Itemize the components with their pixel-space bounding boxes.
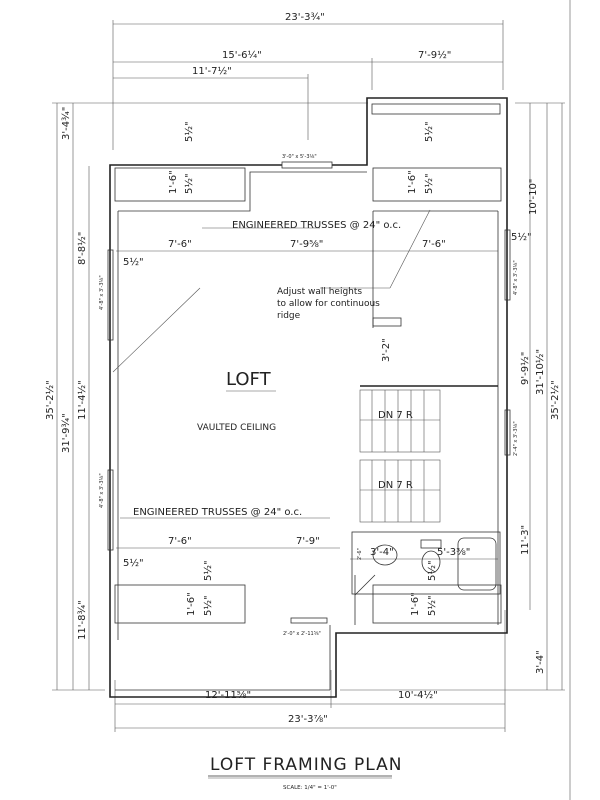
door-swing	[354, 574, 376, 596]
plan-title: LOFT FRAMING PLAN	[210, 755, 402, 775]
toilet-icon	[420, 539, 442, 549]
dim-right-lower: 11'-3"	[520, 525, 531, 555]
dim-upper-closet-right-top: 5½"	[423, 121, 435, 142]
bathroom-fixtures	[354, 537, 497, 596]
windows	[107, 161, 511, 624]
dim-top-left: 15'-6¼"	[222, 49, 262, 61]
window-right-upper	[504, 229, 511, 301]
dim-right-mid: 9'-9½"	[519, 352, 531, 385]
dim-lower-wall-left: 5½"	[123, 557, 144, 569]
ceiling-label: VAULTED CEILING	[197, 423, 276, 433]
dim-left-sub: 31'-9¾"	[61, 413, 72, 453]
dim-upper-closet-left-wall: 5½"	[183, 173, 195, 194]
window-label-top: 3'-0" x 5'-3⅛"	[282, 154, 317, 160]
dim-lower-d: 5'-3⅜"	[437, 547, 470, 558]
stairs	[359, 389, 441, 523]
adjust-note-line2: to allow for continuous	[277, 299, 380, 309]
dim-upper-b: 7'-9⅝"	[290, 239, 323, 250]
dim-left-total: 35'-2½"	[44, 380, 56, 420]
trusses-note-top: ENGINEERED TRUSSES @ 24" o.c.	[232, 220, 401, 231]
adjust-note-line3: ridge	[277, 311, 301, 321]
dim-lower-closet-left-top: 5½"	[202, 560, 214, 581]
walls	[109, 97, 508, 698]
room-label-loft: LOFT	[226, 369, 272, 390]
dim-right-upper: 10'-10"	[528, 179, 539, 215]
dim-upper-closet-left-depth: 1'-6"	[168, 170, 179, 194]
window-right-lower	[504, 409, 511, 456]
window-left-upper	[107, 249, 114, 341]
dim-bottom-right: 10'-4½"	[398, 689, 438, 701]
window-label-right-upper: 4'-8" x 3'-3⅛"	[513, 260, 519, 295]
window-label-left-lower: 4'-8" x 3'-3⅛"	[99, 473, 105, 508]
dim-bottom-left: 12'-11⅝"	[205, 690, 251, 701]
dim-upper-closet-right-wall: 5½"	[423, 173, 435, 194]
trusses-note-bottom: ENGINEERED TRUSSES @ 24" o.c.	[133, 507, 302, 518]
dim-lower-closet-right-depth: 1'-6"	[410, 592, 421, 616]
dim-right-total: 35'-2½"	[549, 380, 561, 420]
dim-right-sub: 31'-10½"	[534, 349, 546, 395]
dim-upper-c: 7'-6"	[422, 239, 446, 250]
window-label-left-upper: 4'-8" x 3'-3⅛"	[99, 275, 105, 310]
window-bottom	[290, 617, 328, 624]
window-top	[281, 161, 333, 169]
sink-icon	[372, 544, 398, 566]
dim-top-window: 11'-7½"	[192, 65, 232, 77]
dim-right-bottom: 3'-4"	[535, 650, 546, 674]
dim-top-total: 23'-3¾"	[285, 12, 325, 23]
dim-upper-a: 7'-6"	[168, 239, 192, 250]
dim-lower-c: 3'-4"	[370, 547, 394, 558]
dim-left-top: 3'-4¾"	[61, 107, 72, 140]
dim-lower-b: 7'-9"	[296, 536, 320, 547]
adjust-note-line1: Adjust wall heights	[277, 287, 362, 297]
dim-left-upper: 8'-8½"	[76, 232, 88, 265]
plan-scale: SCALE: 1/4" = 1'-0"	[283, 785, 337, 791]
dim-top-right: 7'-9½"	[418, 49, 451, 61]
dim-bottom-total: 23'-3⅞"	[288, 714, 328, 725]
dim-lower-closet-right-wall: 5½"	[426, 595, 438, 616]
leader-lines	[112, 209, 431, 519]
stair-label-upper: DN 7 R	[378, 410, 413, 421]
dim-door: 2'-6"	[357, 548, 363, 560]
dim-upper-closet-left-top: 5½"	[183, 121, 195, 142]
dim-upper-wall-left: 5½"	[123, 256, 144, 268]
dim-left-mid: 11'-4½"	[76, 380, 88, 420]
dim-stair-gap: 3'-2"	[381, 338, 392, 362]
window-label-bottom: 2'-0" x 2'-11⅝"	[283, 631, 321, 637]
dim-upper-wall-right: 5½"	[511, 231, 532, 243]
stair-label-lower: DN 7 R	[378, 480, 413, 491]
dim-lower-a: 7'-6"	[168, 536, 192, 547]
dim-lower-closet-left-depth: 1'-6"	[186, 592, 197, 616]
dim-lower-closet-left-wall: 5½"	[202, 595, 214, 616]
window-label-right-lower: 2'-4" x 3'-3⅛"	[513, 421, 519, 456]
dim-left-lower: 11'-8¾"	[77, 600, 88, 640]
dimension-lines	[52, 20, 565, 732]
bathtub-icon	[457, 537, 497, 591]
dim-upper-closet-right-depth: 1'-6"	[407, 170, 418, 194]
dim-lower-closet-right-top: 5½"	[426, 560, 438, 581]
window-left-lower	[107, 469, 114, 551]
